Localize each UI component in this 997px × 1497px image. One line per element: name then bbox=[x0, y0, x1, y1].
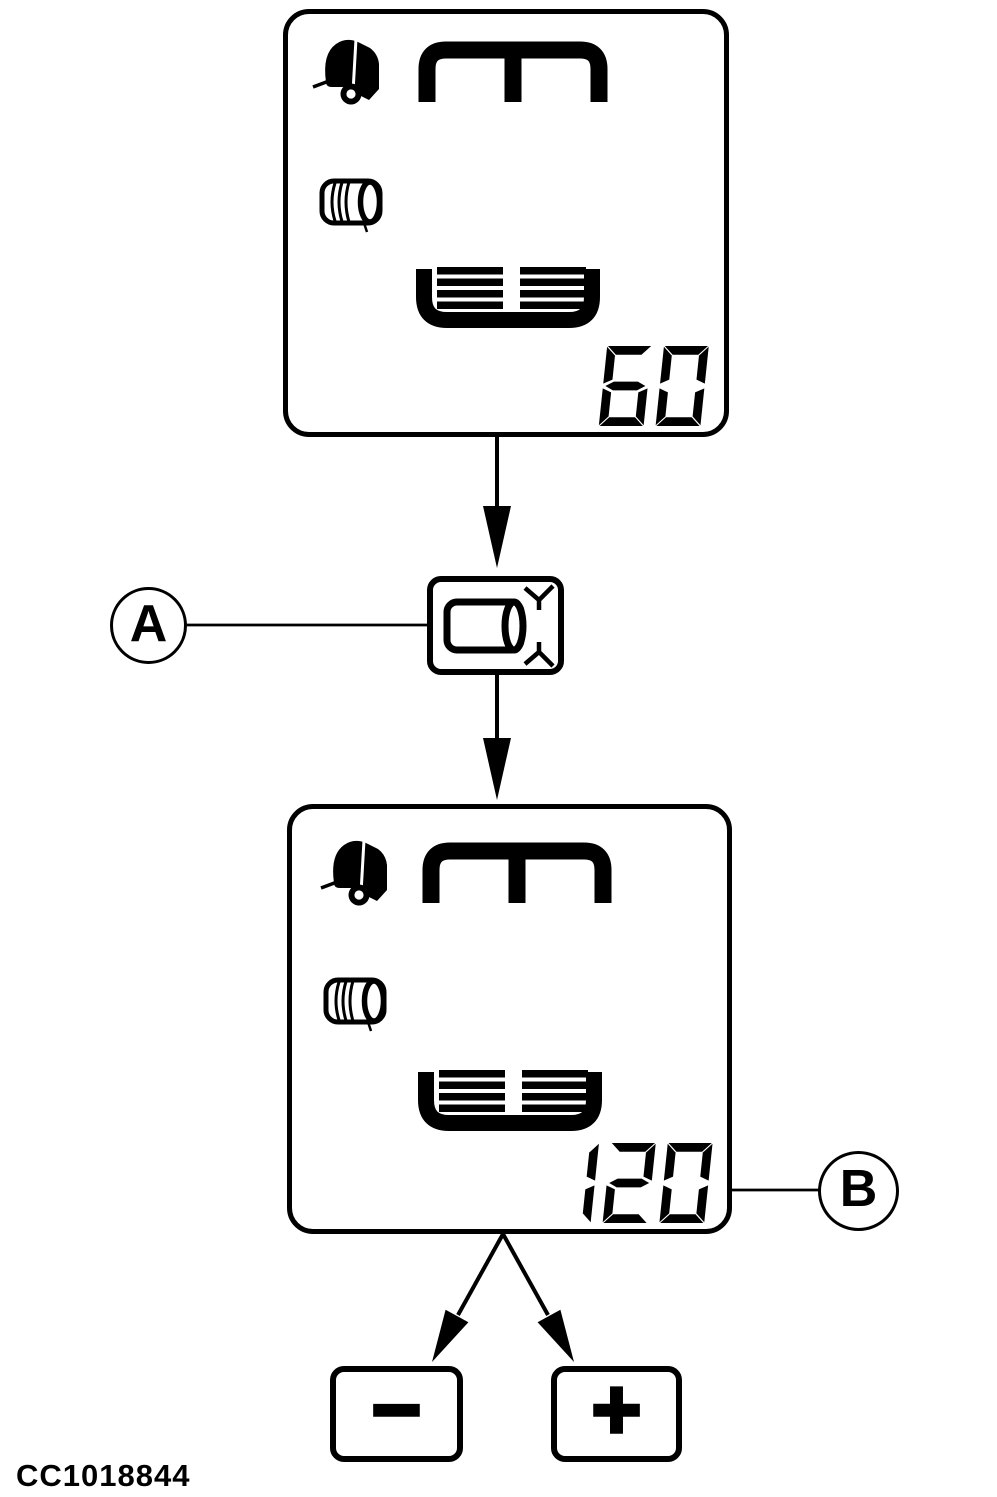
callout-b-circle: B bbox=[818, 1151, 899, 1231]
plus-icon: + bbox=[590, 1362, 644, 1458]
round-bale-icon bbox=[323, 977, 387, 1032]
bale-chamber-frame-icon bbox=[418, 41, 608, 102]
seven-segment-value-adjusted bbox=[547, 1143, 713, 1223]
round-baler-icon bbox=[312, 38, 379, 105]
arrow-display-to-button bbox=[483, 437, 511, 568]
rotor-knives-icon bbox=[418, 1070, 602, 1131]
callout-b-label: B bbox=[839, 1160, 878, 1218]
figure-code: CC1018844 bbox=[16, 1458, 191, 1493]
bale-compress-icon bbox=[443, 583, 555, 668]
bale-chamber-frame-icon bbox=[422, 842, 612, 903]
increase-button[interactable]: + bbox=[551, 1362, 682, 1462]
round-bale-icon bbox=[319, 178, 383, 233]
arrow-display-to-decrease bbox=[432, 1233, 505, 1362]
callout-a-label: A bbox=[129, 594, 168, 653]
seven-segment-value-initial bbox=[599, 346, 710, 426]
callout-a-circle: A bbox=[110, 587, 187, 664]
display-panel-adjusted bbox=[287, 804, 732, 1234]
arrow-display-to-increase bbox=[501, 1233, 574, 1362]
bale-density-button[interactable] bbox=[427, 576, 564, 675]
display-panel-initial bbox=[283, 9, 729, 437]
minus-icon: − bbox=[370, 1362, 424, 1458]
round-baler-icon bbox=[320, 839, 387, 906]
decrease-button[interactable]: − bbox=[330, 1362, 463, 1462]
rotor-knives-icon bbox=[416, 267, 600, 328]
arrow-button-to-display bbox=[483, 675, 511, 800]
